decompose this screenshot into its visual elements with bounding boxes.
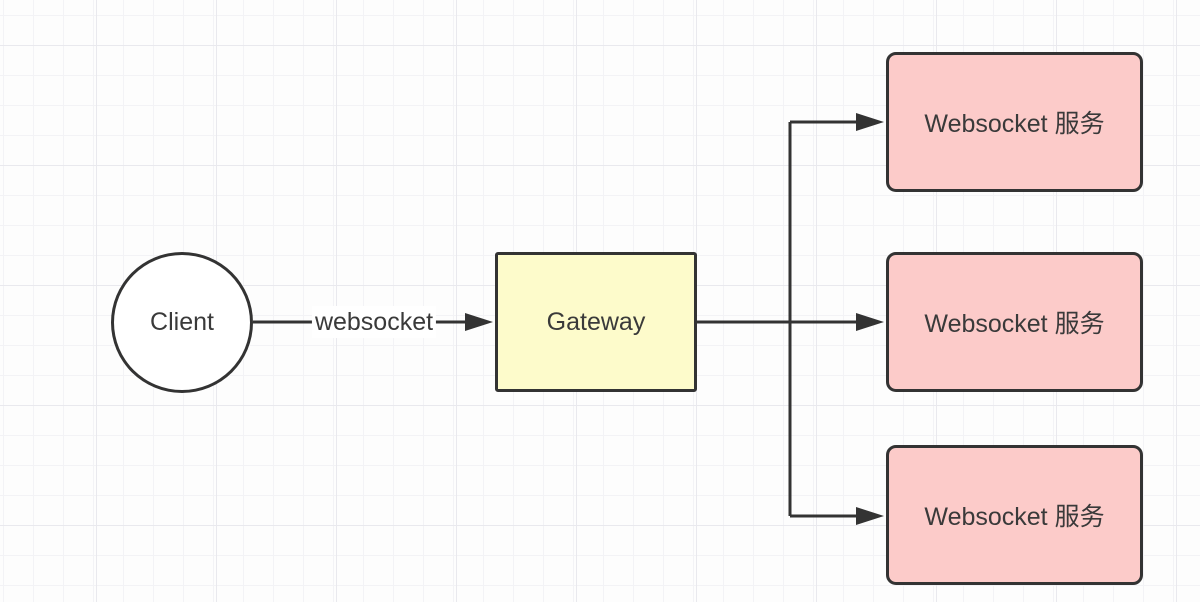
service-label: Websocket 服务	[924, 503, 1105, 531]
service-label: Websocket 服务	[924, 310, 1105, 338]
edge-client-gateway-arrowhead-icon	[465, 313, 493, 331]
client-label: Client	[150, 308, 214, 336]
service-node-1: Websocket 服务	[886, 52, 1143, 192]
gateway-node: Gateway	[495, 252, 697, 392]
service-node-3: Websocket 服务	[886, 445, 1143, 585]
client-node: Client	[111, 252, 253, 393]
service-node-2: Websocket 服务	[886, 252, 1143, 392]
service-label: Websocket 服务	[924, 110, 1105, 138]
gateway-label: Gateway	[546, 307, 646, 336]
edge-service-1-arrowhead-icon	[856, 113, 884, 131]
edge-service-2-arrowhead-icon	[856, 313, 884, 331]
websocket-edge-label: websocket	[311, 306, 437, 338]
edge-service-3-arrowhead-icon	[856, 507, 884, 525]
